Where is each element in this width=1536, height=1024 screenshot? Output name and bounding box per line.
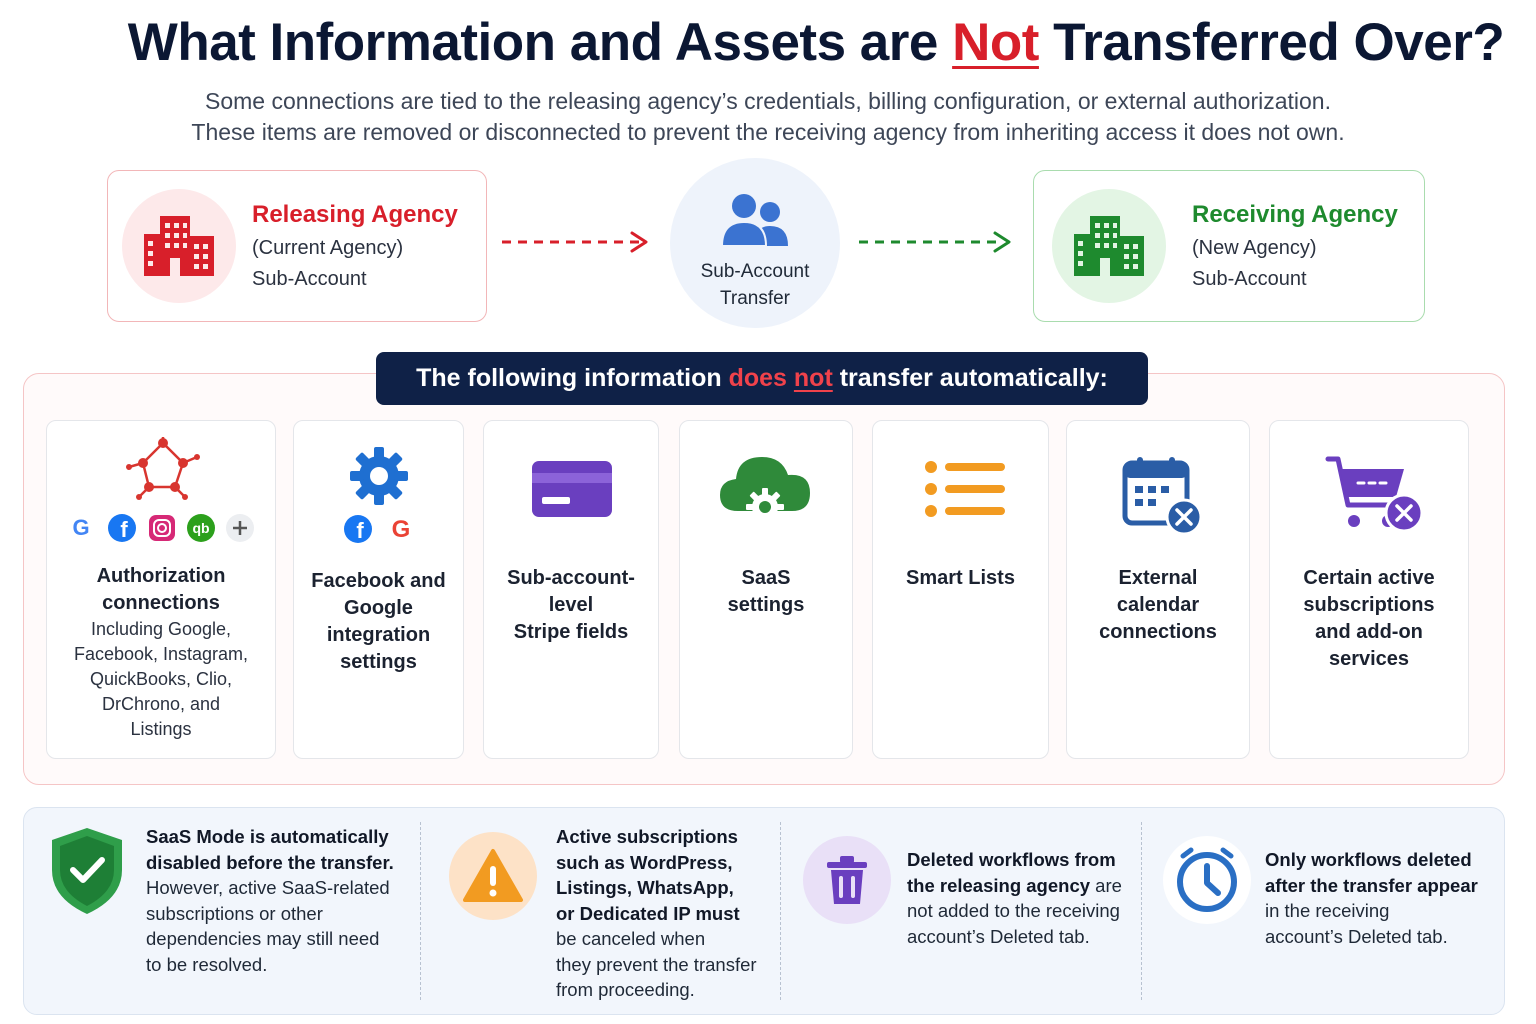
google-icon: G bbox=[392, 516, 411, 543]
cart-remove-icon bbox=[1325, 456, 1424, 533]
svg-text:G: G bbox=[72, 515, 89, 540]
transfer-label-line-2: Transfer bbox=[719, 288, 791, 309]
page-subtitle: Some connections are tied to the releasi… bbox=[0, 86, 1536, 148]
google-icon: G bbox=[67, 514, 95, 542]
card-description: Including Google, Facebook, Instagram, Q… bbox=[73, 619, 249, 739]
svg-text:qb: qb bbox=[192, 520, 209, 536]
transfer-arrow-red bbox=[502, 231, 648, 253]
integration-logos: G f qb bbox=[67, 514, 254, 542]
users-icon bbox=[720, 194, 788, 247]
credit-card-icon bbox=[532, 461, 612, 517]
note-divider bbox=[780, 822, 781, 1000]
banner-highlight-does: does bbox=[728, 364, 787, 392]
subtitle-line-2: These items are removed or disconnected … bbox=[191, 119, 1345, 145]
receiving-agency-subtitle: (New Agency) bbox=[1192, 237, 1317, 259]
facebook-google-logos: f G bbox=[344, 515, 411, 543]
card-external-calendar: External calendar connections bbox=[1066, 420, 1250, 759]
card-saas-settings: SaaS settings bbox=[679, 420, 853, 759]
receiving-agency-name: Receiving Agency bbox=[1192, 201, 1398, 228]
note-active-subscriptions: Active subscriptions such as WordPress, … bbox=[556, 826, 757, 1000]
receiving-agency-type: Sub-Account bbox=[1192, 268, 1307, 290]
svg-text:f: f bbox=[120, 517, 128, 542]
facebook-icon: f bbox=[108, 514, 136, 542]
releasing-agency-subtitle: (Current Agency) bbox=[252, 237, 404, 259]
quickbooks-icon: qb bbox=[187, 514, 215, 542]
card-title: Certain active subscriptions and add-on … bbox=[1303, 567, 1435, 670]
transfer-label: Sub-Account Transfer bbox=[670, 258, 840, 312]
note-workflows-after-transfer: Only workflows deleted after the transfe… bbox=[1265, 849, 1478, 947]
card-title: SaaS settings bbox=[727, 567, 805, 616]
title-text: What Information and Assets are bbox=[127, 13, 939, 72]
trash-icon bbox=[803, 836, 891, 924]
gear-icon bbox=[350, 447, 408, 505]
note-divider bbox=[420, 822, 421, 1000]
releasing-agency-card: Releasing Agency (Current Agency) Sub-Ac… bbox=[107, 170, 487, 322]
calendar-remove-icon bbox=[1122, 457, 1203, 536]
releasing-agency-name: Releasing Agency bbox=[252, 201, 458, 228]
transfer-arrow-green bbox=[859, 231, 1011, 253]
card-smart-lists: Smart Lists bbox=[872, 420, 1049, 759]
clock-icon bbox=[1163, 836, 1251, 924]
svg-text:G: G bbox=[392, 516, 411, 543]
note-saas-mode: SaaS Mode is automatically disabled befo… bbox=[146, 826, 394, 975]
plus-icon bbox=[226, 514, 254, 542]
page-title: What Information and Assets are Not Tran… bbox=[0, 12, 1536, 73]
banner-highlight-not: not bbox=[793, 364, 833, 392]
card-title: External calendar connections bbox=[1099, 567, 1217, 643]
title-highlight: Not bbox=[952, 13, 1039, 72]
receiving-agency-card: Receiving Agency (New Agency) Sub-Accoun… bbox=[1033, 170, 1425, 322]
network-icon bbox=[126, 437, 200, 500]
releasing-agency-type: Sub-Account bbox=[252, 268, 367, 290]
shield-check-icon bbox=[52, 828, 122, 914]
notes-panel bbox=[23, 807, 1505, 1015]
note-deleted-workflows: Deleted workflows from the releasing age… bbox=[907, 849, 1122, 947]
receiving-building-icon bbox=[1052, 189, 1166, 303]
card-title: Sub-account- level Stripe fields bbox=[507, 567, 635, 643]
card-authorization-connections: G f qb Authorization connections Includi… bbox=[46, 420, 276, 759]
card-stripe-fields: Sub-account- level Stripe fields bbox=[483, 420, 659, 759]
card-active-subscriptions: Certain active subscriptions and add-on … bbox=[1269, 420, 1469, 759]
banner-text-end: transfer automatically: bbox=[839, 364, 1108, 392]
warning-icon bbox=[449, 832, 537, 920]
note-divider bbox=[1141, 822, 1142, 1000]
svg-text:f: f bbox=[356, 518, 364, 543]
card-title: Smart Lists bbox=[906, 567, 1015, 589]
card-facebook-google-settings: f G Facebook and Google integration sett… bbox=[293, 420, 464, 759]
cloud-gear-icon bbox=[720, 457, 810, 526]
banner-text: The following information bbox=[416, 364, 722, 392]
list-icon bbox=[925, 461, 1005, 517]
releasing-building-icon bbox=[122, 189, 236, 303]
card-title: Authorization connections bbox=[96, 565, 226, 614]
title-text-end: Transferred Over? bbox=[1053, 13, 1505, 72]
panel-banner: The following information does not trans… bbox=[376, 352, 1148, 405]
card-title: Facebook and Google integration settings bbox=[311, 570, 446, 673]
subtitle-line-1: Some connections are tied to the releasi… bbox=[205, 88, 1331, 114]
instagram-icon bbox=[149, 515, 175, 541]
facebook-icon: f bbox=[344, 515, 372, 543]
transfer-label-line-1: Sub-Account bbox=[700, 261, 810, 282]
sub-account-transfer: Sub-Account Transfer bbox=[670, 158, 840, 328]
